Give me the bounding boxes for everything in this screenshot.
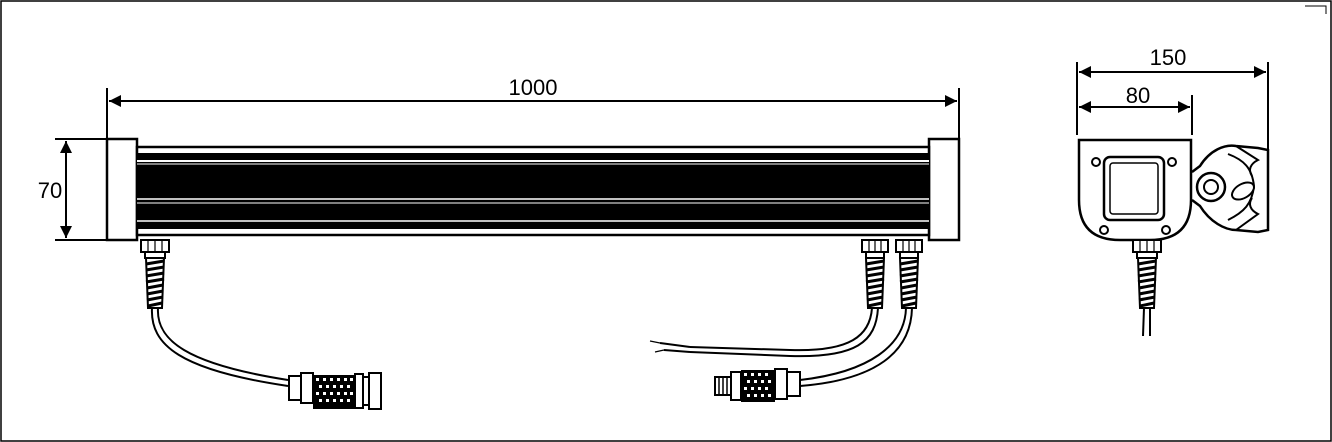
length-dimension-label: 1000 [509,75,558,100]
total-width-dimension-label: 150 [1150,45,1187,70]
mounting-bracket [1191,144,1270,234]
corner-mark [1305,5,1327,14]
bracket-width-dimension: 80 [1079,83,1193,135]
right-end-cap [927,137,961,242]
side-view: 150 80 [1076,45,1270,337]
length-dimension: 1000 [106,75,960,138]
power-lead-cable [649,307,879,358]
total-width-dimension: 150 [1076,45,1269,150]
bracket-width-dimension-label: 80 [1126,83,1150,108]
right-cable-gland-1 [861,239,889,309]
led-bar-body [135,145,931,237]
height-dimension-label: 70 [38,178,62,203]
right-connector [714,368,801,402]
left-cable [150,307,289,387]
end-plate [1077,138,1193,242]
right-cable-gland-2 [895,239,923,309]
right-cable [799,307,907,381]
side-cable-gland [1132,239,1162,337]
left-connector [288,372,382,410]
left-cable-gland [140,239,170,309]
front-view: 1000 70 [38,75,961,410]
left-end-cap [105,137,139,242]
height-dimension: 70 [38,138,106,241]
